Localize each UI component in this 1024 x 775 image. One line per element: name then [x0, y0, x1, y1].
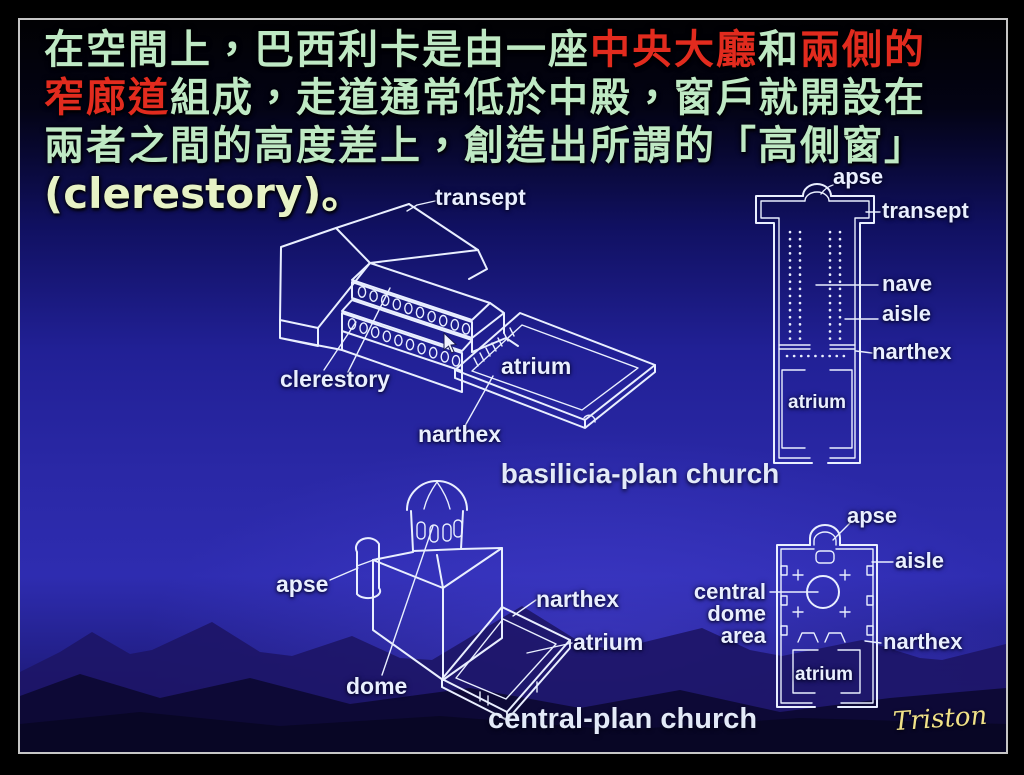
text-segment: 在空間上，巴西利卡是由一座 — [44, 27, 590, 73]
cplan-label-dome: dome — [707, 601, 766, 626]
text-segment-clerestory: (clerestory)。 — [44, 169, 364, 218]
central3d-label-atrium: atrium — [573, 629, 644, 655]
bplan-label-apse: apse — [833, 164, 884, 189]
mouse-cursor-icon — [443, 331, 458, 354]
central3d-label-narthex: narthex — [536, 586, 620, 612]
paragraph-line-2: 窄廊道組成，走道通常低於中殿，窗户就開設在 — [44, 74, 994, 122]
cplan-label-narthex: narthex — [883, 629, 963, 654]
central3d-label-apse: apse — [276, 571, 329, 597]
basilica3d-label-clerestory: clerestory — [280, 366, 390, 392]
basilica3d-label-transept: transept — [435, 184, 526, 210]
text-segment: 和 — [758, 27, 800, 73]
text-segment: 兩者之間的高度差上，創造出所謂的「高側窗」 — [44, 123, 926, 169]
bplan-label-transept: transept — [882, 198, 969, 223]
bplan-label-atrium: atrium — [788, 392, 847, 413]
central3d-label-dome: dome — [346, 673, 408, 699]
text-segment: 組成，走道通常低於中殿，窗户就開設在 — [170, 75, 926, 121]
cplan-label-central-dome-area: central dome area — [694, 581, 766, 647]
cplan-label-apse: apse — [847, 503, 898, 528]
cplan-label-aisle: aisle — [895, 548, 944, 573]
paragraph-line-4: (clerestory)。 — [44, 170, 994, 219]
text-segment-highlight: 兩側的 — [800, 27, 926, 73]
paragraph-line-1: 在空間上，巴西利卡是由一座中央大廳和兩側的 — [44, 26, 994, 74]
basilica-plan-caption: basilicia-plan church — [500, 458, 780, 489]
bplan-label-nave: nave — [882, 271, 933, 296]
text-segment-highlight: 中央大廳 — [590, 27, 758, 73]
intro-paragraph: 在空間上，巴西利卡是由一座中央大廳和兩側的 窄廊道組成，走道通常低於中殿，窗户就… — [44, 26, 994, 219]
paragraph-line-3: 兩者之間的高度差上，創造出所謂的「高側窗」 — [44, 122, 994, 170]
cplan-label-area: area — [720, 623, 766, 648]
central-plan-caption: central-plan church — [488, 703, 758, 735]
bplan-label-narthex: narthex — [872, 339, 952, 364]
basilica3d-label-narthex: narthex — [418, 421, 502, 447]
text-segment-highlight: 窄廊道 — [44, 75, 170, 121]
basilica3d-label-atrium: atrium — [501, 353, 572, 379]
basilica-3d-drawing — [279, 200, 656, 429]
bplan-label-aisle: aisle — [882, 301, 931, 326]
cplan-label-atrium: atrium — [795, 664, 854, 685]
central-3d-drawing — [329, 480, 573, 721]
central-plan-drawing — [769, 522, 894, 708]
cplan-label-central: central — [693, 579, 766, 604]
basilica-plan-drawing — [755, 183, 881, 464]
